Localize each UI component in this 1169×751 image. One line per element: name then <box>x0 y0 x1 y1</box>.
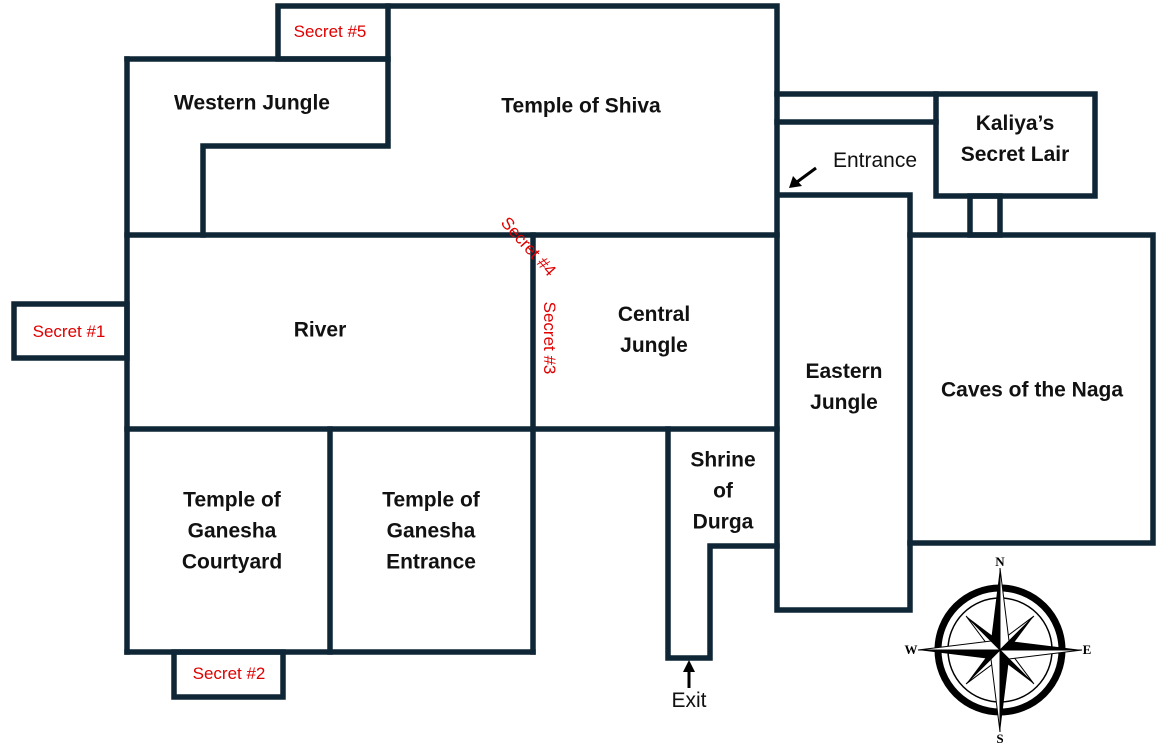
label-line: Secret Lair <box>960 143 1070 166</box>
label-line: Courtyard <box>181 550 283 574</box>
exit-label: Exit <box>671 689 707 712</box>
label-line: Jungle <box>620 334 688 357</box>
compass-w: W <box>904 642 918 657</box>
label-line: Durga <box>692 510 754 534</box>
compass-n: N <box>995 554 1005 569</box>
label-line: Jungle <box>810 391 878 414</box>
compass-rose-icon <box>917 567 1083 733</box>
secret-1-label: Secret #1 <box>32 322 106 341</box>
entrance-label: Entrance <box>832 149 918 172</box>
room-river: River <box>293 318 347 342</box>
secret-5-label: Secret #5 <box>293 22 367 41</box>
label-line: Shrine <box>690 448 756 472</box>
label-line: Eastern <box>805 360 883 383</box>
label-line: Kaliya’s <box>975 112 1055 135</box>
label-line: Temple of <box>382 488 480 512</box>
label-line: Ganesha <box>187 519 277 543</box>
compass-e: E <box>1082 642 1092 657</box>
room-western-jungle: Western Jungle <box>174 91 330 115</box>
compass-s: S <box>996 731 1004 746</box>
label-line: of <box>713 479 733 503</box>
label-line: Central <box>617 303 691 326</box>
label-line: Ganesha <box>386 519 476 543</box>
label-line: Temple of <box>183 488 281 512</box>
secret-2-label: Secret #2 <box>192 664 266 683</box>
label-line: Entrance <box>386 550 476 574</box>
entrance-arrow-icon <box>789 166 817 188</box>
secret-3-label: Secret #3 <box>540 301 559 375</box>
exit-arrow-icon <box>683 660 695 688</box>
room-caves-of-the-naga: Caves of the Naga <box>940 378 1124 402</box>
room-temple-of-shiva: Temple of Shiva <box>501 94 661 118</box>
